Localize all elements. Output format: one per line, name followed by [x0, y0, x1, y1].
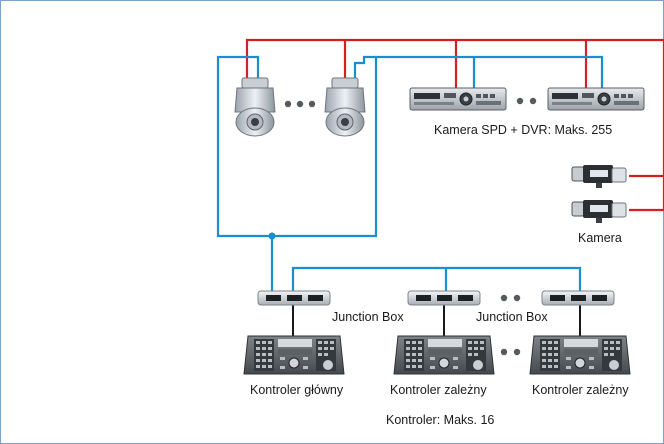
ellipsis-dots-icon [500, 294, 521, 302]
blue-wiring [216, 55, 604, 291]
junction-box-icon [541, 290, 615, 306]
camera-label: Kamera [578, 231, 622, 245]
keyboard-controller-icon [529, 335, 631, 375]
ellipsis-dots-icon [500, 348, 521, 356]
junction-box-label: Junction Box [332, 310, 404, 324]
ptz-dome-camera-icon [324, 77, 366, 137]
junction-node [268, 232, 276, 240]
box-camera-icon [571, 164, 627, 189]
dvr-label: Kamera SPD + DVR: Maks. 255 [434, 123, 612, 137]
box-camera-icon [571, 199, 627, 224]
main-controller-label: Kontroler główny [250, 383, 344, 397]
controller-max-label: Kontroler: Maks. 16 [386, 413, 494, 427]
ellipsis-dots-icon [284, 100, 316, 108]
slave-controller-label: Kontroler zależny [390, 383, 487, 397]
slave-controller-label: Kontroler zależny [532, 383, 629, 397]
junction-box-icon [407, 290, 481, 306]
dvr-icon [547, 87, 645, 111]
red-wiring [245, 38, 664, 212]
keyboard-controller-icon [393, 335, 495, 375]
ptz-dome-camera-icon [234, 77, 276, 137]
dvr-icon [409, 87, 507, 111]
junction-box-label: Junction Box [476, 310, 548, 324]
junction-box-icon [257, 290, 331, 306]
ellipsis-dots-icon [516, 97, 537, 105]
black-wiring [292, 302, 581, 338]
keyboard-controller-icon [243, 335, 345, 375]
